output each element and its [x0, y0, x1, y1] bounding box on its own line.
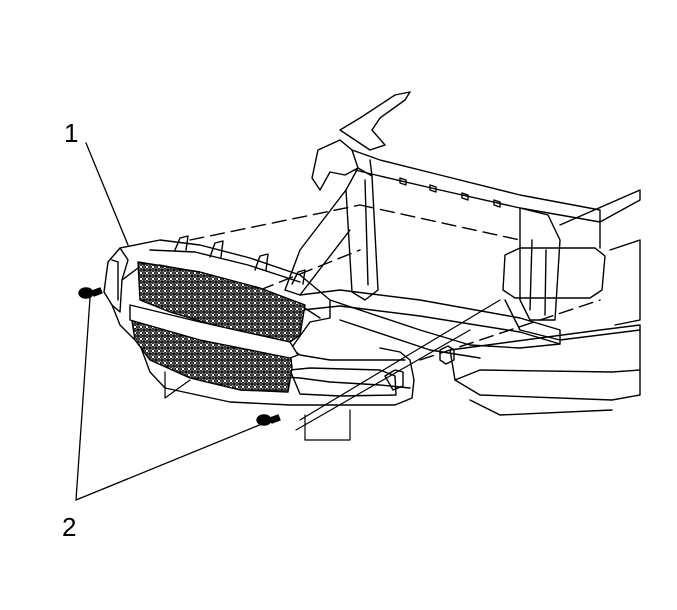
leader-lines [75, 142, 263, 501]
callout-label-2: 2 [62, 512, 77, 542]
leader-line-1 [85, 142, 129, 246]
retainer-upper [78, 287, 103, 299]
right-headlamp-fender [449, 189, 641, 416]
leader-line-2b [75, 423, 263, 501]
callout-label-1: 1 [64, 118, 79, 148]
retainer-lower [256, 414, 281, 426]
fascia-retainers [78, 287, 281, 426]
front-fascia [103, 235, 455, 441]
leader-line-2a [75, 297, 91, 501]
